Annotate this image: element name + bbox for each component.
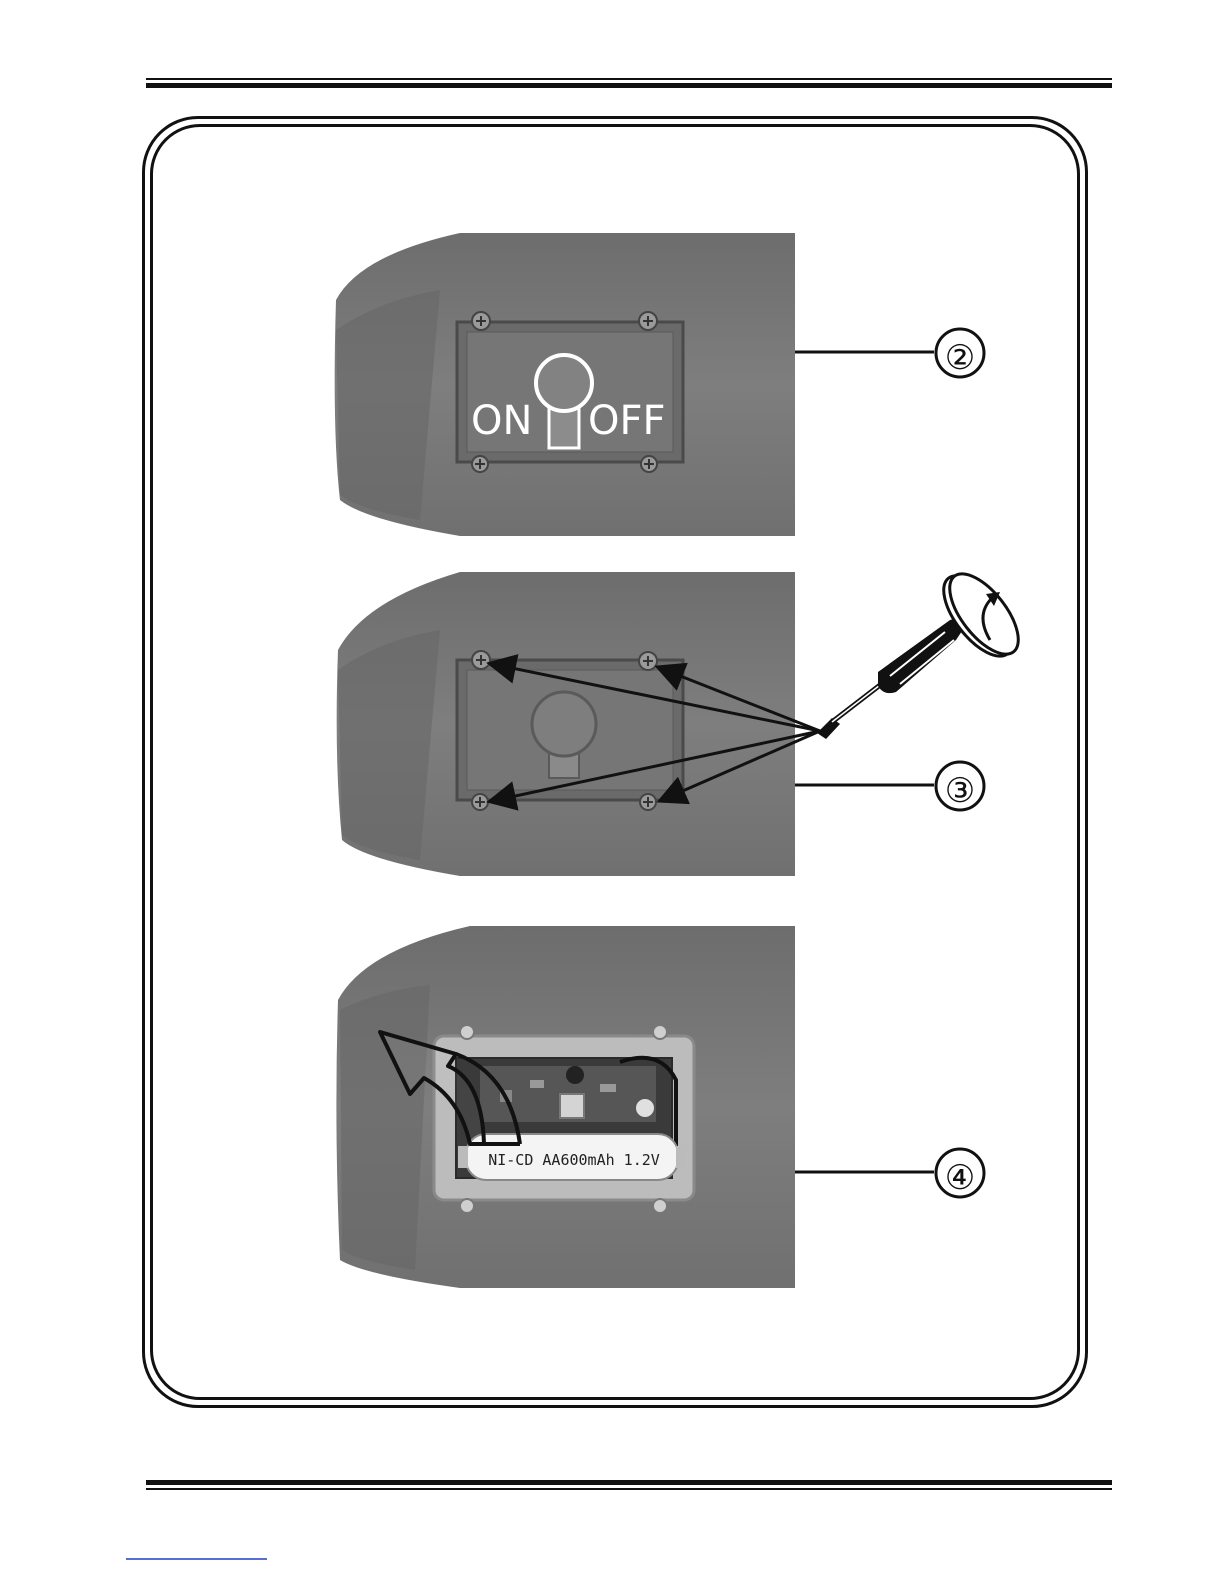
screw-hole-icon xyxy=(460,1025,474,1039)
screw-icon xyxy=(640,794,656,810)
screw-icon xyxy=(472,651,490,669)
footer-link-underline xyxy=(126,1558,267,1560)
panel-switch: ON OFF ② xyxy=(335,233,984,536)
panel-remove-screws: ③ xyxy=(337,563,1031,876)
footer-rule-thick xyxy=(146,1480,1112,1485)
screw-icon xyxy=(641,456,657,472)
screw-hole-icon xyxy=(460,1199,474,1213)
callout-number-2: ② xyxy=(945,338,975,378)
battery-label: NI-CD AA600mAh 1.2V xyxy=(488,1151,660,1169)
screw-icon xyxy=(472,794,488,810)
screw-icon xyxy=(639,312,657,330)
screwdriver-icon xyxy=(817,619,964,739)
screw-icon xyxy=(472,456,488,472)
footer-rule-thin xyxy=(146,1488,1112,1490)
callout-number-3: ③ xyxy=(945,771,975,811)
screw-hole-icon xyxy=(653,1025,667,1039)
battery-cell: NI-CD AA600mAh 1.2V xyxy=(458,1134,686,1180)
screw-icon xyxy=(639,652,657,670)
screw-hole-icon xyxy=(653,1199,667,1213)
screw-icon xyxy=(472,312,490,330)
callout-number-4: ④ xyxy=(945,1158,975,1198)
switch-label-on: ON xyxy=(471,398,532,444)
rotate-counterclockwise-icon xyxy=(931,563,1031,668)
switch-label-off: OFF xyxy=(588,398,666,444)
panel-battery: NI-CD AA600mAh 1.2V ④ xyxy=(336,926,984,1288)
